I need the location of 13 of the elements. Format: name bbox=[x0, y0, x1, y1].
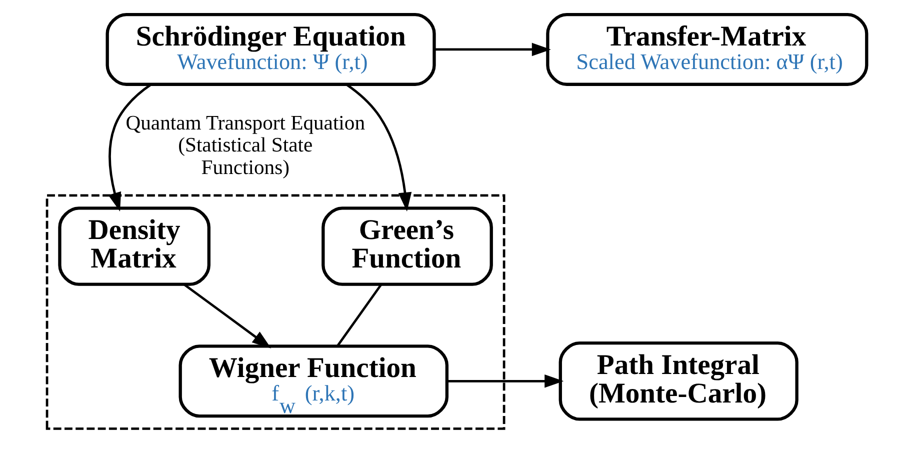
node-box: Schrödinger Equation Wavefunction: Ψ (r,t) bbox=[105, 12, 436, 86]
arrow bbox=[346, 84, 412, 212]
arrow bbox=[446, 374, 564, 388]
node-box: Green’s Function bbox=[321, 206, 492, 286]
arrow bbox=[183, 284, 271, 348]
node-box: Density Matrix bbox=[58, 206, 210, 286]
node-box: Path Integral (Monte-Carlo) bbox=[558, 341, 798, 421]
edge-label: Quantam Transport Equation (Statistical State Functions) bbox=[125, 112, 365, 179]
cluster bbox=[45, 194, 505, 430]
node-box: Transfer-Matrix Scaled Wavefunction: αΨ (r,t) bbox=[546, 12, 868, 86]
arrow bbox=[434, 42, 550, 56]
connector bbox=[336, 284, 382, 347]
arrow bbox=[108, 84, 152, 212]
